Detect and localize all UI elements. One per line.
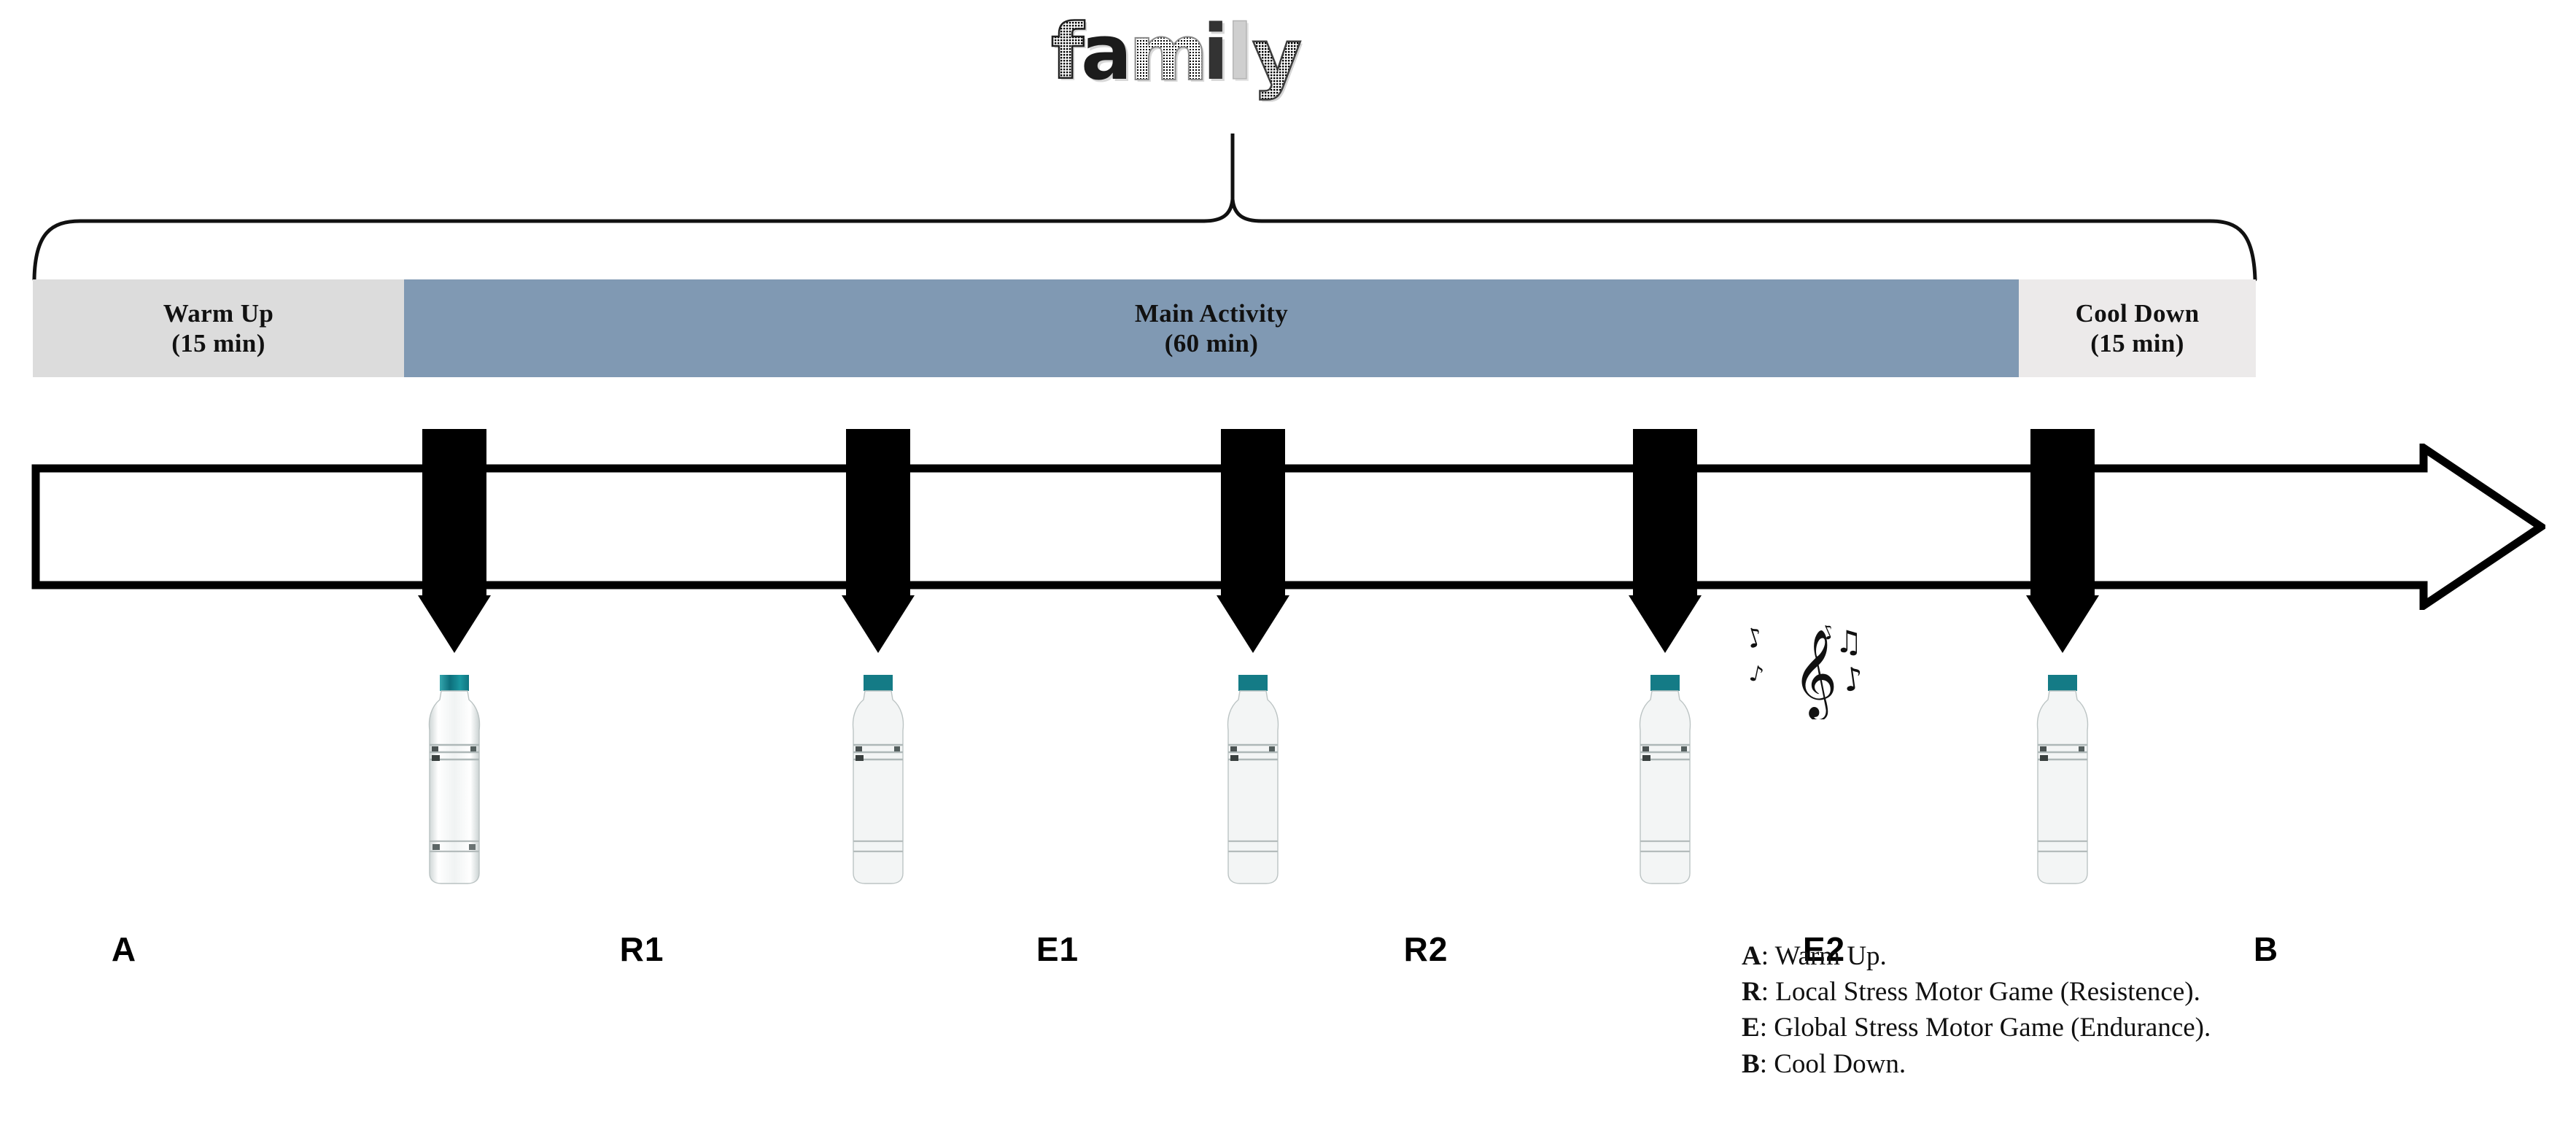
marker-arrow-1: [418, 429, 491, 655]
legend-text-R: : Local Stress Motor Game (Resistence).: [1761, 977, 2200, 1008]
timeline-segment-labels: A R1 E1 R2 E2 B: [0, 444, 2576, 968]
svg-text:♪: ♪: [1841, 660, 1866, 699]
phase-label-main-activity: Main Activity: [1134, 298, 1289, 328]
phase-segment-main-activity: Main Activity (60 min): [404, 279, 2019, 377]
water-bottle-icon-4: [1633, 675, 1697, 885]
legend-item-B: B: Cool Down.: [1742, 1046, 2507, 1082]
legend-item-A: A: Warm Up.: [1742, 938, 2507, 974]
timeline-label-B: B: [2253, 930, 2279, 968]
phase-duration-cool-down: (15 min): [2090, 329, 2184, 357]
svg-text:a: a: [1083, 10, 1134, 99]
legend-text-E: : Global Stress Motor Game (Endurance).: [1759, 1013, 2211, 1043]
svg-text:y: y: [1252, 12, 1302, 101]
phase-duration-warm-up: (15 min): [171, 329, 265, 357]
svg-text:𝄞: 𝄞: [1793, 628, 1837, 719]
water-bottle-icon-3: [1221, 675, 1285, 885]
timeline-label-E2: E2: [1802, 930, 1846, 968]
svg-text:y: y: [1254, 15, 1304, 102]
marker-arrow-5: [2026, 429, 2099, 655]
phase-label-warm-up: Warm Up: [163, 298, 274, 328]
water-bottle-icon-1: [422, 675, 486, 885]
timeline-label-E1: E1: [1036, 930, 1079, 968]
family-wordart: f f a a m m i i l l y y: [1043, 7, 1422, 102]
legend-text-B: : Cool Down.: [1759, 1048, 1906, 1079]
legend-key-R: R: [1742, 977, 1761, 1008]
marker-arrow-2: [842, 429, 915, 655]
marker-arrow-4: [1629, 429, 1702, 655]
legend-item-R: R: Local Stress Motor Game (Resistence).: [1742, 974, 2507, 1010]
water-bottle-icon-2: [846, 675, 910, 885]
phase-label-cool-down: Cool Down: [2075, 298, 2200, 328]
svg-text:♪: ♪: [1747, 660, 1766, 688]
timeline-label-R1: R1: [619, 930, 664, 968]
grouping-brace: [0, 128, 2576, 285]
svg-text:a: a: [1081, 8, 1132, 97]
svg-text:m: m: [1129, 9, 1208, 98]
marker-arrow-3: [1217, 429, 1289, 655]
session-phase-bar: Warm Up (15 min) Main Activity (60 min) …: [33, 279, 2256, 377]
legend-key-E: E: [1742, 1013, 1760, 1043]
legend-item-E: E: Global Stress Motor Game (Endurance).: [1742, 1010, 2507, 1045]
svg-text:i: i: [1203, 8, 1229, 97]
svg-text:♫: ♫: [1835, 624, 1863, 660]
legend-text-A: : Warm Up.: [1761, 941, 1887, 971]
legend-key-B: B: [1742, 1048, 1760, 1079]
svg-text:m: m: [1131, 11, 1210, 100]
svg-text:i: i: [1205, 10, 1231, 99]
music-notes-icon: 𝄞 ♪ ♪ ♫ ♪ ♪: [1742, 617, 1895, 721]
svg-text:♪: ♪: [1742, 622, 1768, 655]
svg-text:f: f: [1051, 7, 1085, 96]
phase-segment-cool-down: Cool Down (15 min): [2019, 279, 2256, 377]
water-bottle-icon-5: [2030, 675, 2095, 885]
phase-segment-warm-up: Warm Up (15 min): [33, 279, 404, 377]
timeline-label-R2: R2: [1403, 930, 1448, 968]
svg-text:f: f: [1053, 9, 1087, 98]
legend-key-A: A: [1742, 941, 1761, 971]
svg-text:l: l: [1229, 10, 1255, 99]
legend-key-list: A: Warm Up. R: Local Stress Motor Game (…: [1742, 938, 2507, 1082]
phase-duration-main-activity: (60 min): [1164, 329, 1259, 357]
svg-text:l: l: [1227, 8, 1253, 97]
timeline-label-A: A: [111, 930, 137, 968]
